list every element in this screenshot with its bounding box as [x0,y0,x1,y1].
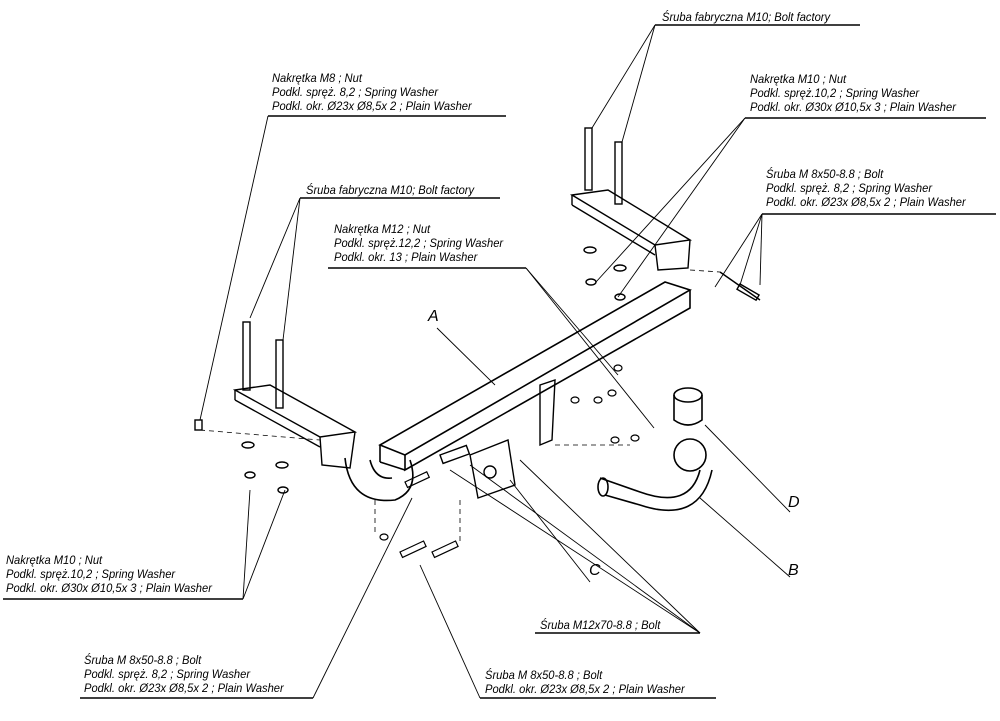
callout-line: Nakrętka M10 ; Nut [750,72,847,86]
callout-bolt-factory-left: Śruba fabryczna M10; Bolt factory [306,183,474,197]
callout-line: Podkl. okr. Ø23x Ø8,5x 2 ; Plain Washer [84,681,284,695]
callout-line: Śruba fabryczna M10; Bolt factory [662,10,831,24]
callout-line: Śruba M 8x50-8.8 ; Bolt [766,167,884,181]
part-label-c: C [589,562,601,579]
part-label-b: B [788,562,799,579]
callout-line: Śruba M 8x50-8.8 ; Bolt [84,653,202,667]
socket-plate [439,379,556,499]
callout-line: Podkl. spręż. 8,2 ; Spring Washer [272,85,439,99]
callout-line: Podkl. spręż. 8,2 ; Spring Washer [84,667,251,681]
callout-nut-m12: Nakrętka M12 ; Nut Podkl. spręż.12,2 ; S… [334,222,503,264]
callout-line: Śruba M12x70-8.8 ; Bolt [540,618,661,632]
callout-line: Podkl. okr. Ø23x Ø8,5x 2 ; Plain Washer [766,195,966,209]
callout-line: Nakrętka M8 ; Nut [272,71,362,85]
alignment-dashes [199,269,721,545]
callout-bolt-factory-top: Śruba fabryczna M10; Bolt factory [662,10,830,24]
callout-line: Podkl. spręż.10,2 ; Spring Washer [750,86,920,100]
crossbar [344,281,692,502]
callout-line: Podkl. spręż.10,2 ; Spring Washer [6,567,176,581]
callout-line: Podkl. okr. Ø23x Ø8,5x 2 ; Plain Washer [272,99,472,113]
tow-ball-neck [597,387,713,512]
callout-bolt-m12: Śruba M12x70-8.8 ; Bolt [540,618,660,632]
callout-line: Podkl. spręż.12,2 ; Spring Washer [334,236,504,250]
callout-bolt-m8-bottom-left: Śruba M 8x50-8.8 ; Bolt Podkl. spręż. 8,… [84,653,284,695]
callout-line: Podkl. okr. Ø23x Ø8,5x 2 ; Plain Washer [485,682,685,696]
callout-line: Nakrętka M12 ; Nut [334,222,431,236]
callout-underlines [3,24,996,699]
part-label-d: D [788,494,800,511]
callout-line: Podkl. okr. 13 ; Plain Washer [334,250,478,264]
right-bracket [569,127,761,302]
left-bracket [194,321,358,494]
callout-bolt-m8-bottom-right: Śruba M 8x50-8.8 ; Bolt Podkl. okr. Ø23x… [485,668,685,696]
callout-bolt-m8-right: Śruba M 8x50-8.8 ; Bolt Podkl. spręż. 8,… [766,167,966,209]
callout-line: Nakrętka M10 ; Nut [6,553,103,567]
callout-line: Śruba fabryczna M10; Bolt factory [306,183,475,197]
leader-lines [199,24,791,699]
fasteners [379,364,640,559]
callout-line: Podkl. okr. Ø30x Ø10,5x 3 ; Plain Washer [750,100,956,114]
callout-nut-m8: Nakrętka M8 ; Nut Podkl. spręż. 8,2 ; Sp… [272,71,472,113]
callout-line: Śruba M 8x50-8.8 ; Bolt [485,668,603,682]
callout-nut-m10-top: Nakrętka M10 ; Nut Podkl. spręż.10,2 ; S… [750,72,956,114]
callout-nut-m10-bottom: Nakrętka M10 ; Nut Podkl. spręż.10,2 ; S… [6,553,212,595]
callout-line: Podkl. spręż. 8,2 ; Spring Washer [766,181,933,195]
part-label-a: A [428,308,439,325]
callout-line: Podkl. okr. Ø30x Ø10,5x 3 ; Plain Washer [6,581,212,595]
